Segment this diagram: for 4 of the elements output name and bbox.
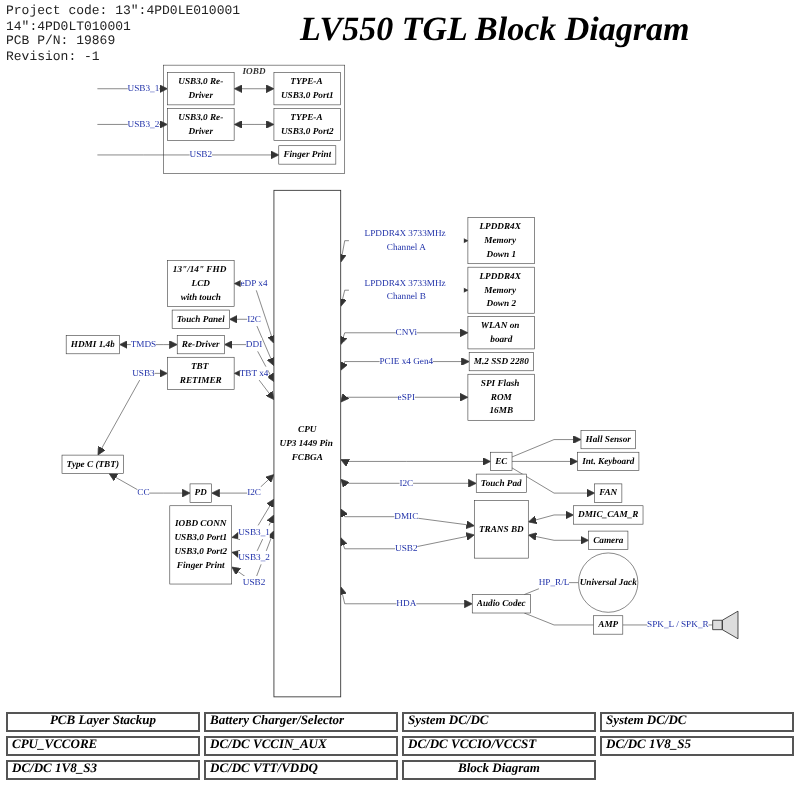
connector — [523, 612, 594, 626]
connector — [523, 582, 579, 595]
node-picture — [712, 610, 739, 640]
diagram-title: LV550 TGL Block Diagram — [300, 10, 690, 50]
